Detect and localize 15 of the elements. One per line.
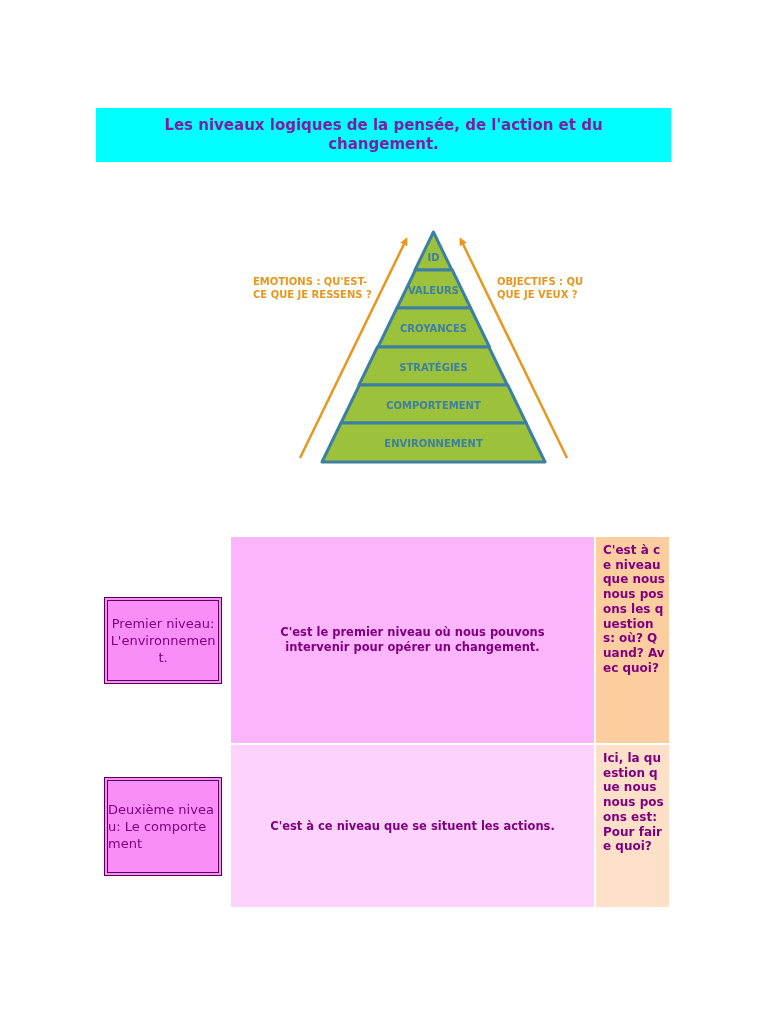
level-label: STRATÉGIES [399,361,468,373]
level-label: ID [427,251,440,263]
table-cell: C'est le premier niveau où nous pouvons intervenir pour opérer un changement. [231,537,594,743]
level-box: Premier niveau: L'environnement. [104,597,222,684]
annotation-text: OBJECTIFS : QU QUE JE VEUX ? [497,275,585,301]
annotation-text: EMOTIONS : QU'EST-CE QUE JE RESSENS ? [253,275,373,301]
level-label: ENVIRONNEMENT [384,438,483,449]
title-banner: Les niveaux logiques de la pensée, de l'action et du changement. [96,108,671,162]
level-label: CROYANCES [400,323,467,334]
table-cell: C'est à ce niveau que se situent les actions. [231,745,594,907]
level-label: COMPORTEMENT [386,399,481,411]
level-label: VALEURS [407,284,459,296]
table-cell: Ici, la question que nous nous posons est: Pour faire quoi? [596,745,669,907]
level-box: Deuxième niveau: Le comportement [104,777,222,876]
table-cell: C'est à ce niveau que nous nous posons les questions: où? Quand? Avec quoi? [596,537,669,743]
